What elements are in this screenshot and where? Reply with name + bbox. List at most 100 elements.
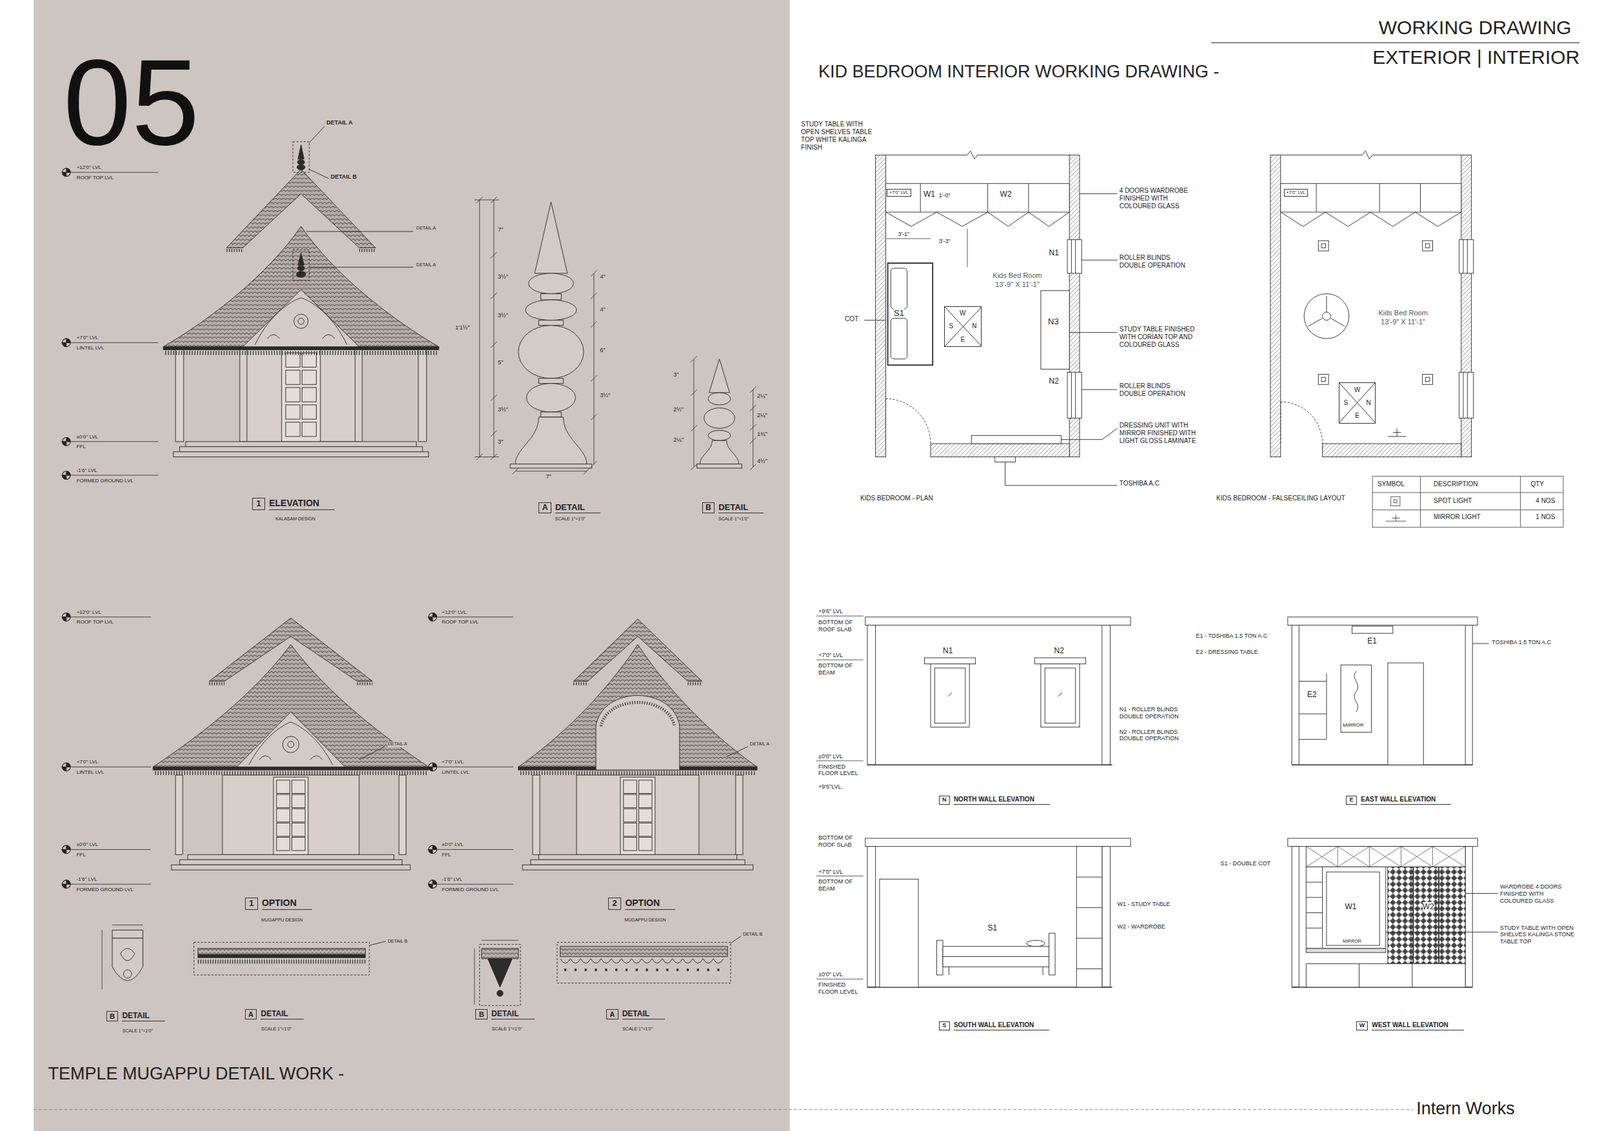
view-tag: B [475,1009,488,1020]
floor-plan [920,183,921,213]
annotation-text: 2¼'' [757,412,768,420]
label-slot: KIDS BEDROOM - FALSECEILING LAYOUT [1216,494,1346,503]
view-title: DETAIL [555,502,601,514]
temple-option [276,780,291,794]
floor-plan [1081,259,1117,261]
wall-elevation [1305,964,1466,988]
floor-plan [890,268,907,309]
temple-option [639,822,653,837]
level-marker [61,338,72,347]
label-slot: W1 - STUDY TABLE [1117,900,1171,909]
label-slot: LINTEL LVL [76,345,105,352]
annotation-text: +7'0" LVL [76,334,99,342]
ornament-detail [557,942,731,983]
label-slot: 1 NOS [1535,513,1555,522]
compass-cross [944,306,982,347]
label-slot: -1'6" LVL [76,876,98,883]
label-slot: ROOF TOP LVL [441,619,479,626]
annotation-text: SCALE 1"=1'0" [622,1026,653,1032]
label-slot: DETAIL A [416,262,436,268]
sheet-number: 05 [63,40,200,164]
temple-elevation [163,126,439,457]
annotation-text: ROOF TOP LVL [76,174,114,182]
annotation-text: DETAIL A [750,741,770,747]
label-slot: ROOF TOP LVL [76,174,114,182]
temple-option [276,794,291,809]
annotation-text: N2 [1049,376,1059,386]
ornament-detail [560,958,724,964]
ceiling-plan [1307,296,1345,327]
annotation-text: SPOT LIGHT [1433,497,1472,505]
temple-elevation [165,350,437,355]
wall-elevation [1438,866,1440,964]
temple-option [187,854,395,860]
pinnacle-detail [538,378,563,384]
view-tag: B [106,1011,119,1022]
annotation-text: LINTEL LVL [76,769,105,776]
label-slot: W2 [1422,902,1435,912]
floor-plan [885,212,1070,227]
annotation-text: ROOF TOP LVL [76,619,114,626]
ornament-detail [730,936,741,944]
temple-option [538,854,737,860]
label-slot: BOTTOM OF BEAM [818,878,862,893]
wall-elevation [1305,846,1466,868]
label-slot: 2¼'' [757,412,768,420]
annotation-text: W1 [1344,902,1357,912]
sheet-title: WORKING DRAWING [1378,16,1572,40]
temple-elevation [297,159,305,166]
wall-elevation [1076,877,1103,878]
label-slot: 4½'' [757,457,768,465]
temple-option [222,775,360,855]
floor-plan [1071,239,1072,274]
label-slot: +7'0" LVL [818,868,843,876]
label-slot: 1'1½'' [455,324,471,332]
temple-elevation [301,352,317,367]
view-title: DETAIL [121,1011,165,1022]
view-tag-box: ADETAIL [538,502,601,514]
ceiling-plan [1321,243,1326,248]
view-tag: B [702,502,716,514]
ornament-detail [112,929,143,939]
label-slot: 05 [63,40,200,164]
temple-elevation [285,352,300,367]
temple-option [276,808,291,823]
label-slot: ±0'0" LVL [818,971,843,979]
temple-option [639,808,653,823]
wall-elevation [948,692,952,697]
annotation-text: KALASAM DESIGN [275,516,316,522]
label-slot: TEMPLE MUGAPPU DETAIL WORK - [47,1063,344,1085]
label-slot: 3'' [673,371,679,379]
ceiling-plan [1316,183,1317,213]
label-slot: STUDY TABLE WITH OPEN SHELVES TABLE TOP … [800,120,878,152]
wall-elevation [1076,846,1103,988]
wall-elevation [1387,866,1466,964]
annotation-text: BOTTOM OF BEAM [818,662,862,677]
ornament-detail [479,944,521,1007]
annotation-text: 1'1½'' [455,324,471,332]
temple-option [735,775,743,855]
compass-box: WNES [944,306,983,347]
pinnacle-detail [518,325,584,379]
pinnacle-detail [526,383,576,413]
label-slot: N2 [1049,376,1059,386]
temple-option [276,822,291,837]
temple-option [623,822,638,837]
ceiling-plan [1280,150,1462,160]
pinnacle-detail [512,270,597,475]
wall-elevation [1076,907,1103,909]
annotation-text: EXTERIOR | INTERIOR [1372,45,1580,70]
dimension-line [476,196,498,460]
label-slot: 1'-0" [938,192,951,200]
annotation-text: ±0'0" LVL [76,434,99,441]
annotation-text: 4'' [599,273,605,281]
floor-plan [1005,461,1118,485]
pinnacle-detail [752,389,754,467]
pinnacle-detail [515,417,587,465]
ceiling-plan [1462,239,1464,274]
temple-option [639,837,653,851]
annotation-text: +9'6"LVL. [818,783,843,791]
view-tag-box: ADETAIL [245,1009,304,1020]
compass-letter: N [971,323,978,330]
annotation-text: 3'-1" [897,230,910,238]
